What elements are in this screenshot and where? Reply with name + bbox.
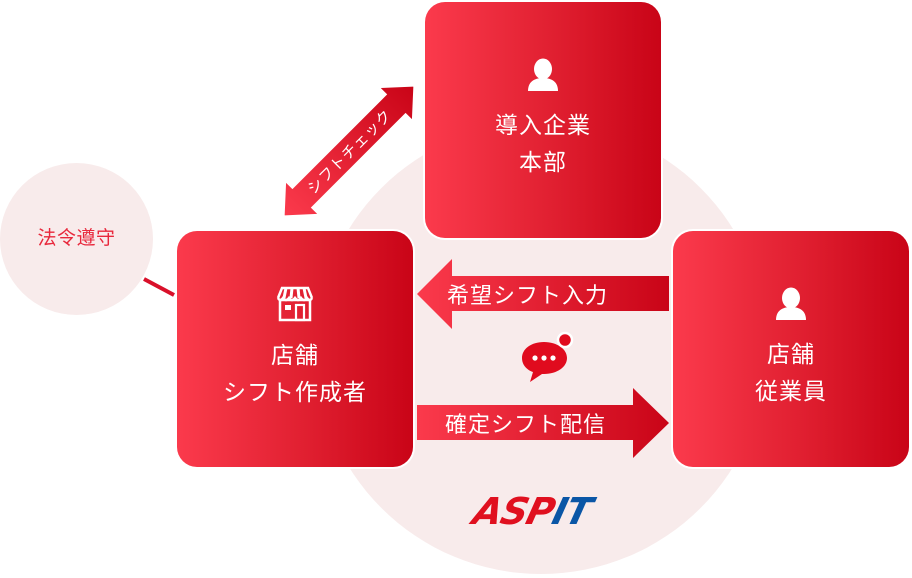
person-icon — [774, 287, 808, 325]
node-label-line2: 本部 — [519, 150, 567, 176]
double-arrow-icon — [284, 86, 414, 216]
compliance-circle: 法令遵守 — [0, 163, 153, 315]
notification-dot — [556, 331, 574, 349]
request-input-label: 希望シフト入力 — [447, 284, 609, 309]
chat-bubble-icon — [517, 330, 577, 390]
request-input-arrow: 希望シフト入力 — [417, 259, 669, 329]
node-label-line1: 店舗 — [767, 342, 815, 368]
store-icon — [275, 286, 315, 326]
shift-check-arrow: シフトチェック — [269, 71, 429, 231]
node-employee: 店舗 従業員 — [673, 231, 909, 467]
arrow-left-icon — [417, 259, 669, 329]
compliance-label: 法令遵守 — [37, 226, 116, 249]
node-headquarters: 導入企業 本部 — [425, 2, 661, 238]
compliance-connector-line — [143, 277, 175, 297]
node-label-line1: 導入企業 — [495, 113, 591, 139]
logo-part-asp: ASP — [468, 490, 559, 533]
final-delivery-arrow: 確定シフト配信 — [417, 388, 669, 458]
node-label-line2: 従業員 — [755, 379, 827, 405]
node-label-line1: 店舗 — [271, 343, 319, 369]
final-delivery-label: 確定シフト配信 — [445, 413, 607, 438]
arrow-right-icon — [417, 388, 669, 458]
node-label-line2: シフト作成者 — [223, 380, 367, 406]
aspit-logo: ASPIT — [469, 490, 596, 533]
person-icon — [526, 58, 560, 96]
node-shift-creator: 店舗 シフト作成者 — [177, 231, 413, 467]
